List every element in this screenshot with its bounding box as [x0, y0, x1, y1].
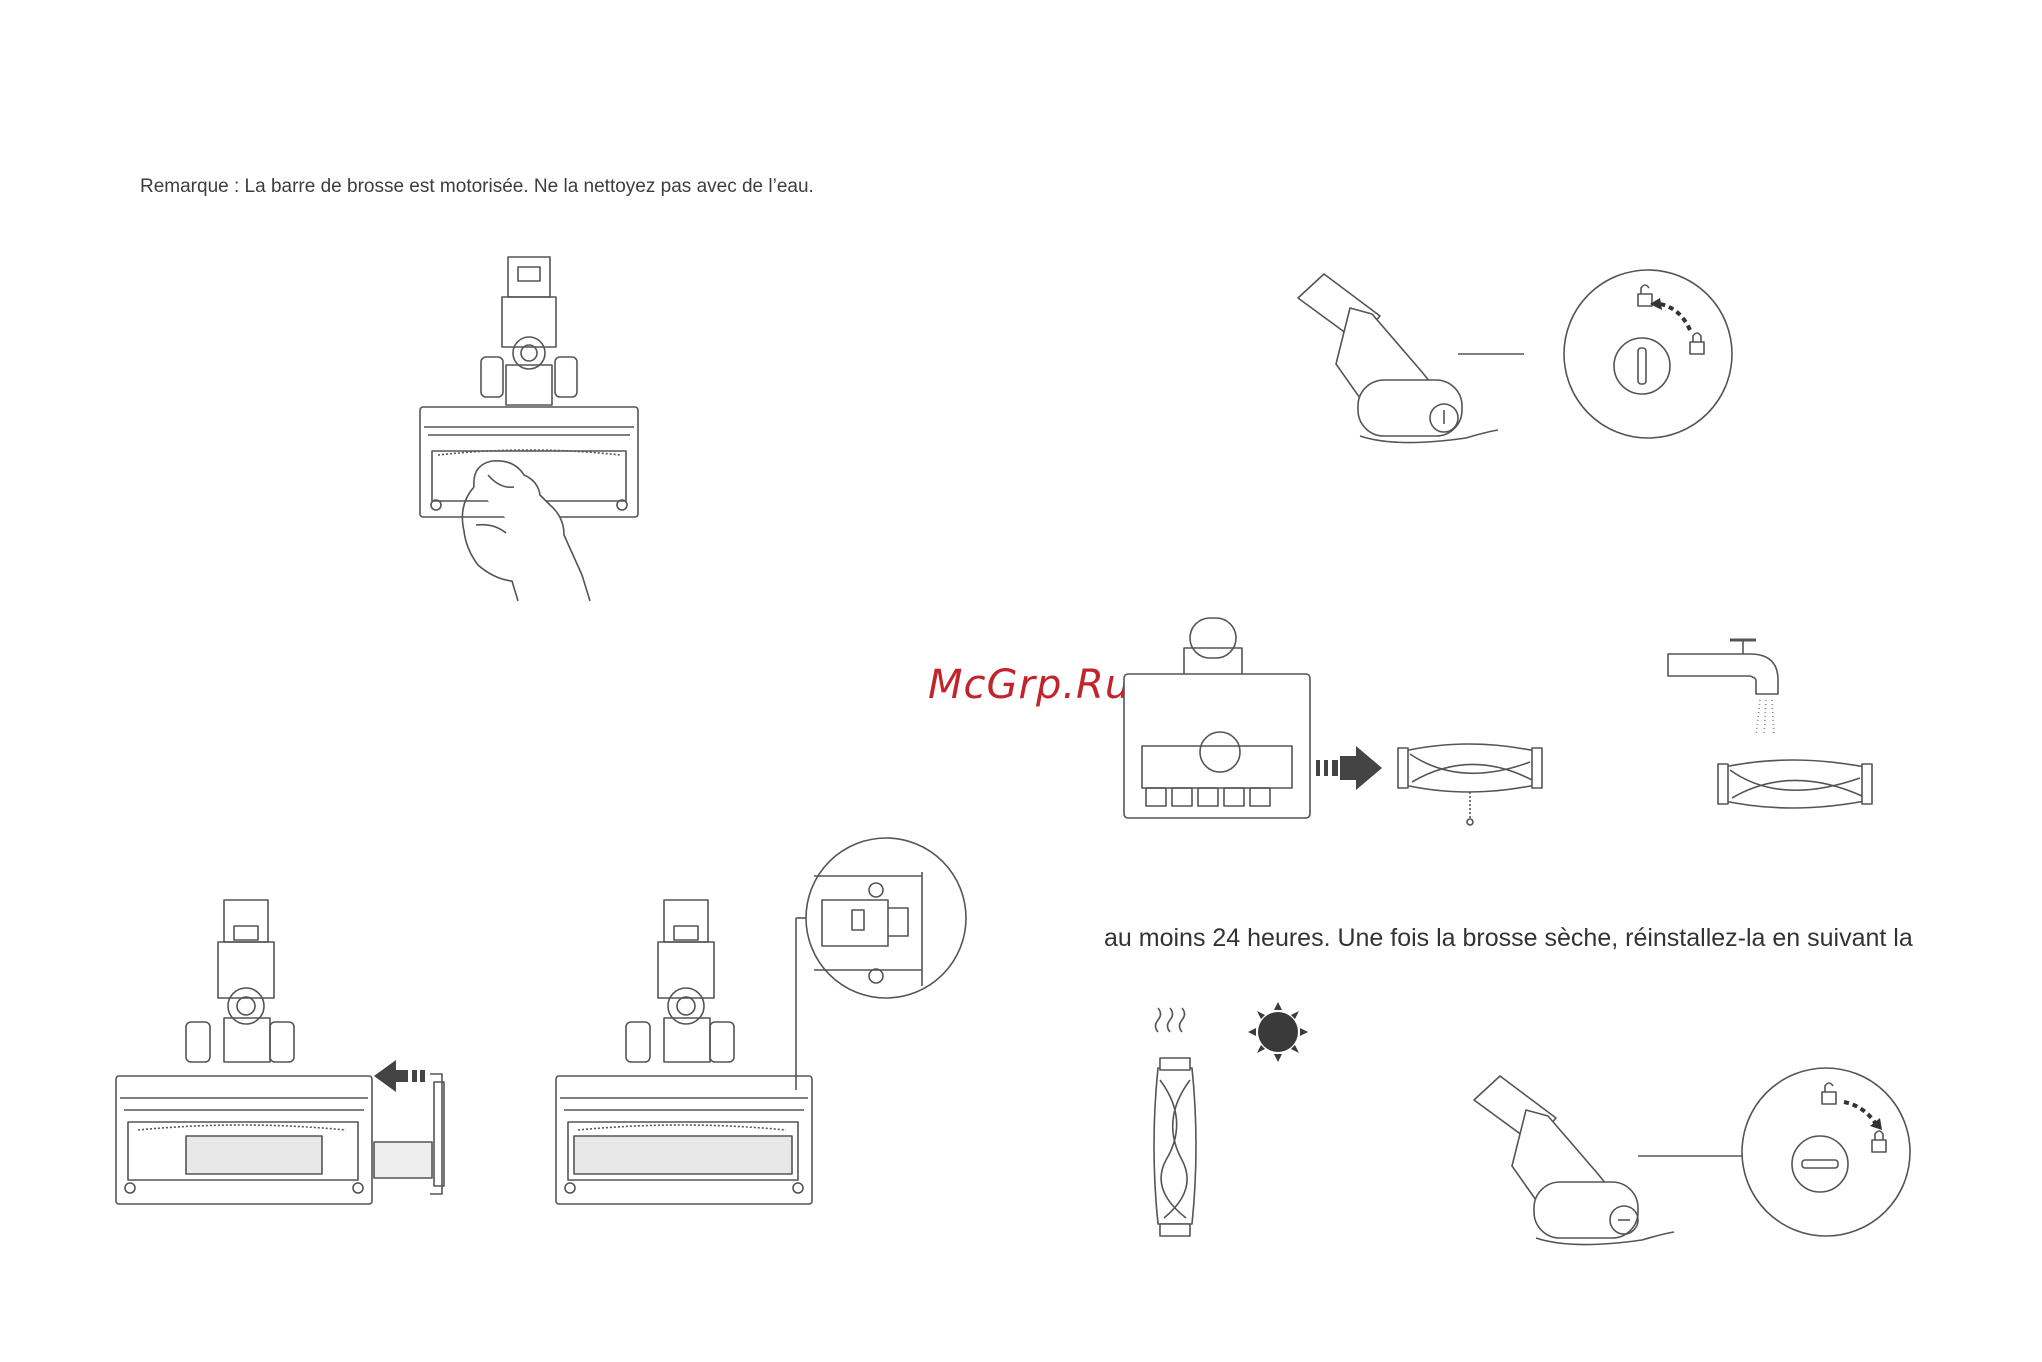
magnifier-detail-icon [806, 838, 966, 998]
unlock-brush-cover-illustration [1276, 268, 1736, 454]
sun-icon [1248, 1002, 1308, 1062]
remove-brush-roll-illustration [1120, 612, 1560, 830]
rinse-brush-roll-illustration [1660, 636, 1900, 816]
drying-instruction: au moins 24 heures. Une fois la brosse s… [1104, 924, 1913, 953]
insert-brush-roll-illustration [112, 898, 452, 1210]
wipe-brush-head-illustration [414, 255, 644, 615]
lock-brush-cover-illustration [1460, 1060, 1920, 1250]
dry-brush-roll-illustration [1150, 1000, 1350, 1252]
water-tap-icon [1668, 640, 1778, 694]
watermark: McGrp.Ru [928, 662, 1131, 708]
arrow-left-icon [374, 1060, 425, 1092]
heat-waves-icon [1156, 1008, 1185, 1032]
brush-installed-illustration [552, 836, 972, 1210]
maintenance-note: Remarque : La barre de brosse est motori… [140, 176, 814, 198]
arrow-right-icon [1316, 746, 1382, 790]
